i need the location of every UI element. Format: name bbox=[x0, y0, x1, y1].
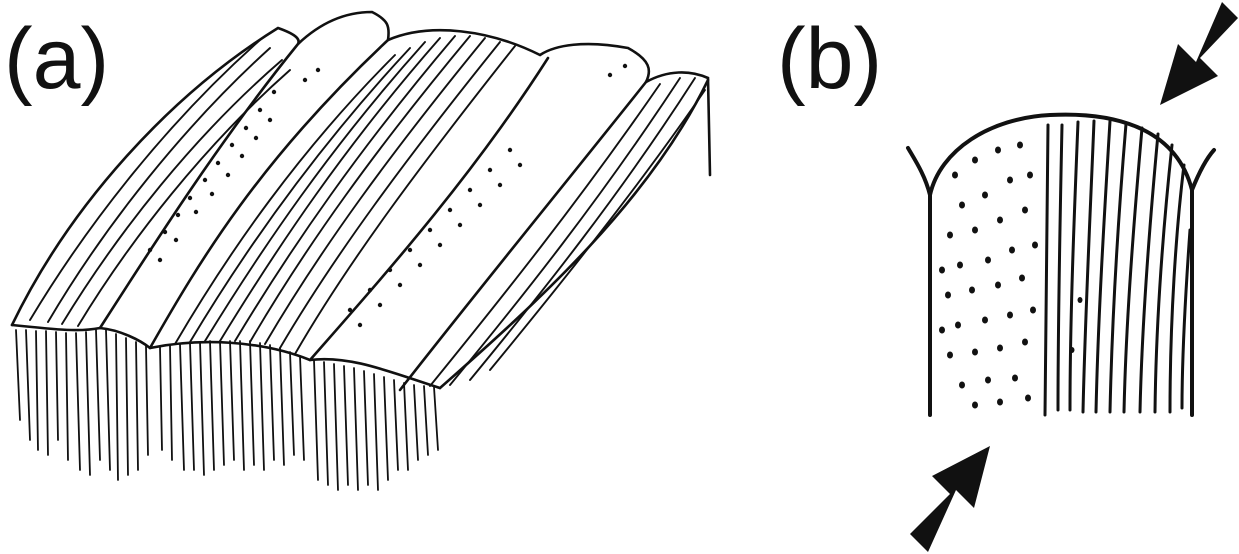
lower-striations bbox=[16, 330, 438, 490]
ridge-boundary bbox=[310, 58, 548, 360]
left-flare bbox=[908, 148, 930, 195]
ridge-boundary bbox=[400, 82, 646, 390]
ridge-fibers bbox=[30, 36, 705, 386]
ridge-boundary bbox=[150, 40, 388, 348]
ridge-top-outline bbox=[12, 12, 710, 325]
ridge-right-edge bbox=[440, 80, 708, 388]
arrow-top-right bbox=[1160, 2, 1238, 105]
panel-b-illustration bbox=[908, 2, 1238, 552]
center-divider bbox=[1045, 125, 1048, 415]
arrow-bottom-left bbox=[910, 446, 990, 552]
right-flare bbox=[1192, 150, 1214, 190]
striations bbox=[1058, 121, 1190, 412]
panel-a-illustration bbox=[12, 12, 710, 490]
